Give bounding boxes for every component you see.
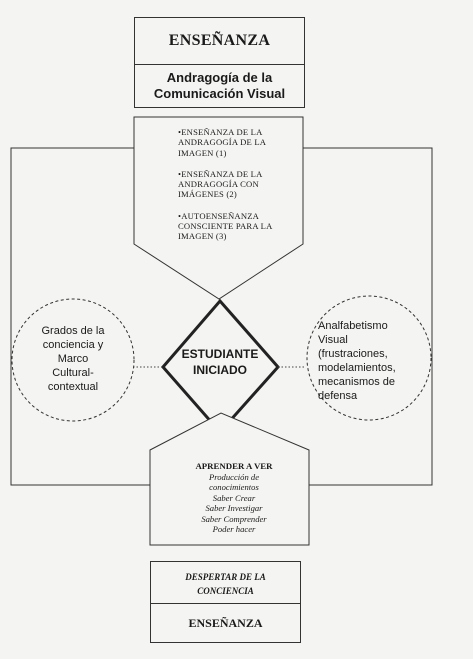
bottom-box-divider [151, 603, 300, 604]
top-box-subtitle-line2: Comunicación Visual [153, 86, 286, 101]
learning-item: conocimientos [209, 482, 259, 492]
bottom-box-title: ENSEÑANZA [188, 615, 263, 630]
diamond-line1: ESTUDIANTE [181, 347, 259, 361]
awakening-line1: DESPERTAR DE LA [185, 572, 266, 582]
learning-heading: APRENDER A VER [195, 461, 273, 471]
left-circle-line: contextual [47, 381, 99, 393]
left-circle-shape [11, 298, 135, 422]
left-circle-line: Grados de la [41, 325, 105, 337]
right-circle-line: modelamientos, [318, 362, 396, 374]
awakening-text: DESPERTAR DE LA CONCIENCIA [151, 570, 300, 598]
learning-item: Saber Investigar [205, 503, 263, 513]
left-circle-text: Grados de la conciencia y Marco Cultural… [18, 324, 128, 394]
outer-loop-right [303, 147, 433, 486]
diamond-line2: INICIADO [193, 363, 247, 377]
right-circle-line: Analfabetismo [318, 320, 388, 332]
teaching-list-item: •ENSEÑANZA DE LA ANDRAGOGÍA DE LA IMAGEN… [178, 127, 266, 158]
top-box-divider [135, 64, 304, 65]
learning-item: Poder hacer [212, 524, 256, 534]
learning-item: Saber Comprender [201, 513, 267, 524]
learning-arrow-shape [149, 412, 310, 546]
learning-block: APRENDER A VER Producción de conocimient… [160, 461, 308, 535]
teaching-list-item: •AUTOENSEÑANZA CONSCIENTE PARA LA IMAGEN… [178, 210, 273, 242]
awakening-line2: CONCIENCIA [197, 586, 254, 596]
top-teaching-box: ENSEÑANZA Andragogía de la Comunicación … [134, 17, 305, 108]
teaching-list-item: •ENSEÑANZA DE LA ANDRAGOGÍA CON IMÁGENES… [178, 168, 263, 200]
left-circle-line: Cultural- [52, 367, 94, 379]
top-box-subtitle-line1: Andragogía de la [166, 70, 273, 85]
top-box-title: ENSEÑANZA [168, 31, 271, 49]
top-box-subtitle: Andragogía de la Comunicación Visual [135, 70, 304, 102]
right-circle-text: Analfabetismo Visual (frustraciones, mod… [312, 319, 432, 403]
outer-loop-left [10, 147, 150, 486]
teaching-list: •ENSEÑANZA DE LA ANDRAGOGÍA DE LA IMAGEN… [178, 127, 284, 253]
left-circle-line: Marco [57, 353, 89, 365]
left-circle-line: conciencia y [42, 339, 104, 351]
right-circle-shape [306, 295, 432, 421]
learning-item: Producción de [208, 471, 260, 482]
student-diamond-label: ESTUDIANTE INICIADO [168, 346, 272, 378]
right-circle-line: defensa [318, 390, 358, 402]
right-circle-line: Visual [318, 334, 348, 346]
right-circle-line: mecanismos de [318, 376, 396, 388]
learning-item: Saber Crear [212, 492, 256, 503]
right-circle-line: (frustraciones, [318, 348, 388, 360]
bottom-teaching-box: DESPERTAR DE LA CONCIENCIA ENSEÑANZA [150, 561, 301, 643]
teaching-arrow-shape [133, 116, 304, 300]
